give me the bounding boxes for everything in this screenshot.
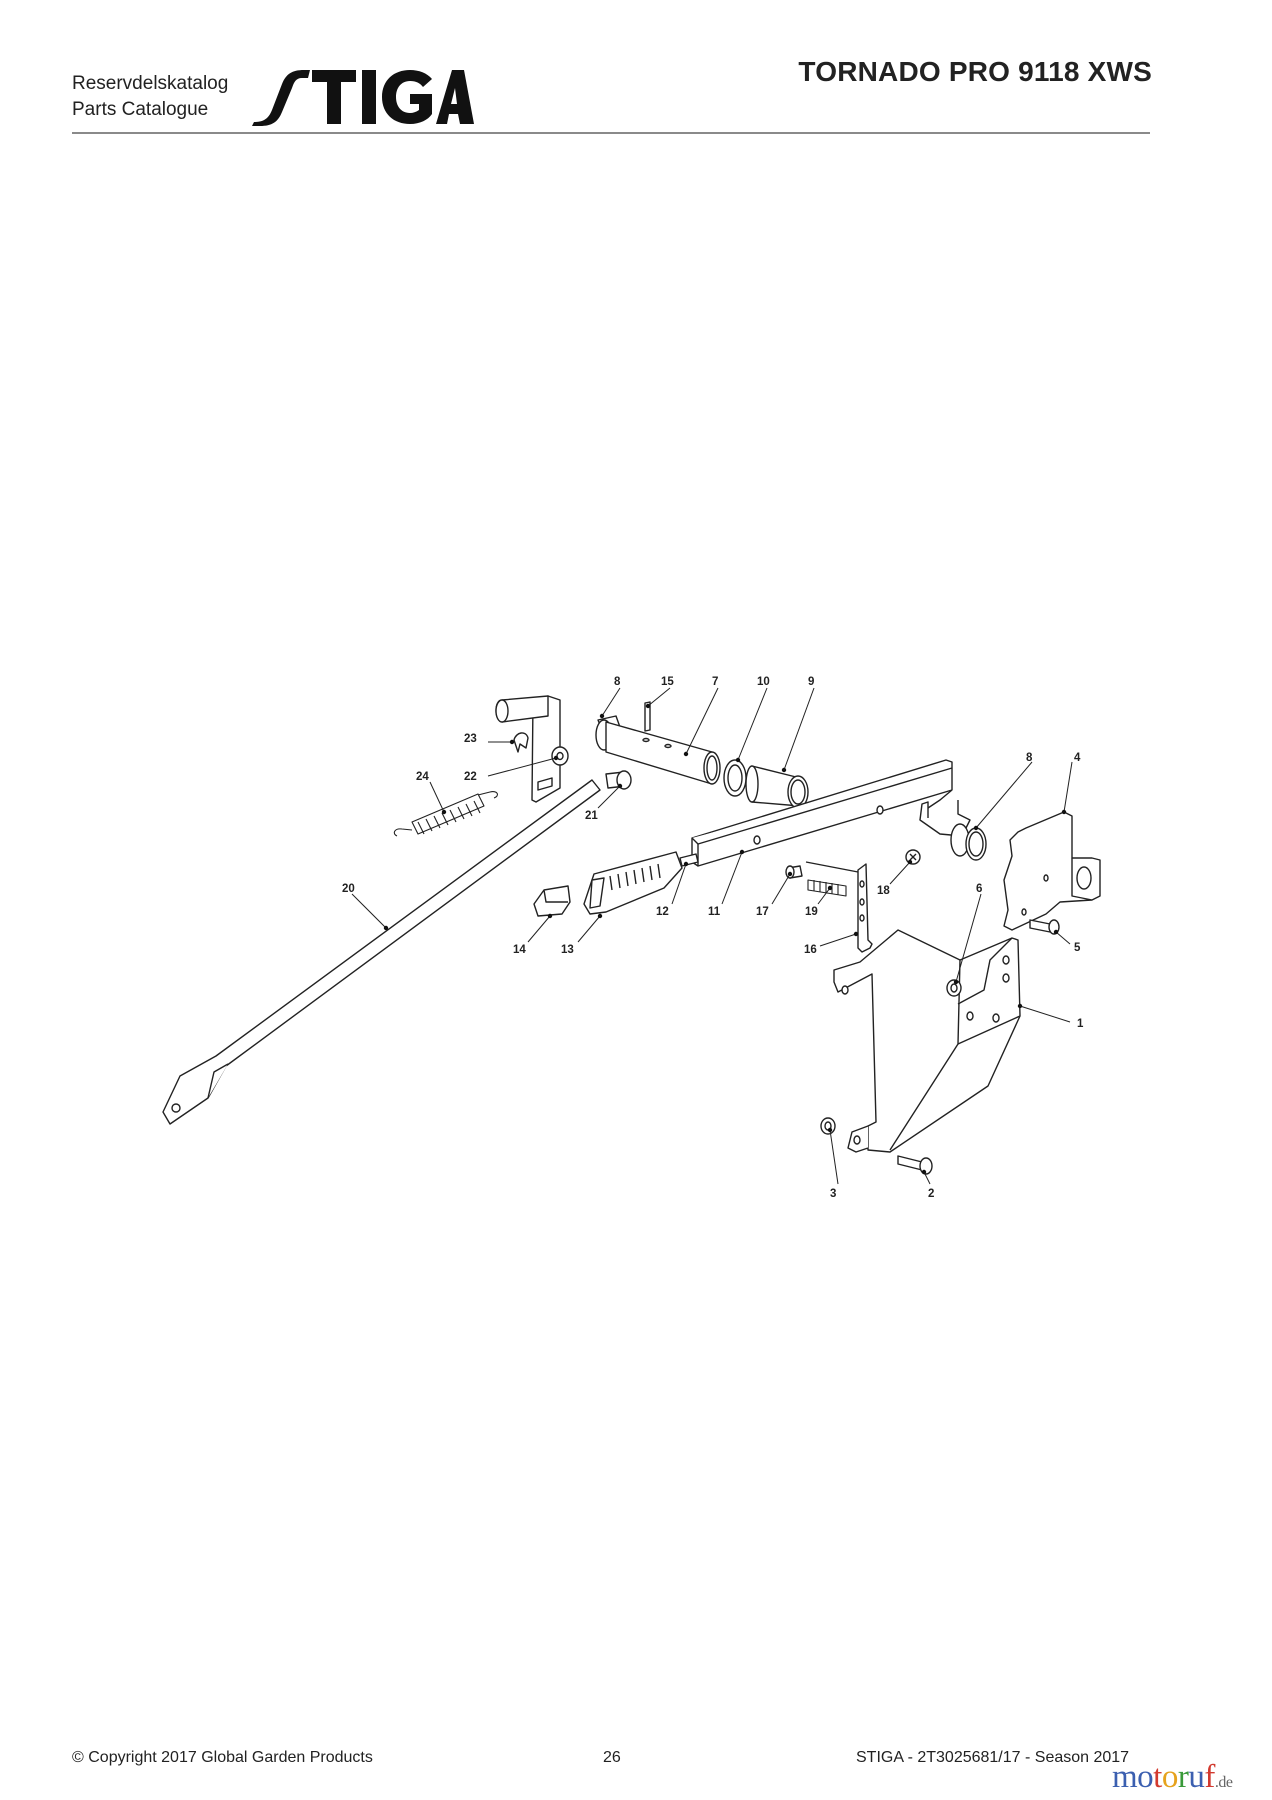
part-4-plate xyxy=(1003,811,1101,931)
callout-4: 4 xyxy=(1074,752,1081,764)
stiga-logo-icon xyxy=(252,70,474,126)
model-title: TORNADO PRO 9118 XWS xyxy=(798,56,1152,87)
callout-21: 21 xyxy=(585,810,598,822)
wm-letter: f xyxy=(1204,1759,1215,1795)
motoruf-watermark: motoruf.de xyxy=(1112,1759,1233,1800)
footer-document-reference: STIGA - 2T3025681/17 - Season 2017 xyxy=(856,1749,1130,1766)
part-3-nut xyxy=(820,1117,836,1135)
callout-15: 15 xyxy=(661,676,674,688)
wm-suffix: .de xyxy=(1214,1774,1233,1791)
part-19-spring xyxy=(807,879,847,897)
callout-13: 13 xyxy=(561,944,574,956)
callout-24: 24 xyxy=(416,771,429,783)
callout-8-right: 8 xyxy=(1026,752,1033,764)
part-5-bolt xyxy=(1029,919,1060,935)
part-22-washer xyxy=(551,746,569,766)
callout-5: 5 xyxy=(1074,942,1081,954)
callout-22: 22 xyxy=(464,771,477,783)
callout-20: 20 xyxy=(342,883,355,895)
footer-copyright: © Copyright 2017 Global Garden Products xyxy=(72,1749,373,1766)
callout-12: 12 xyxy=(656,906,669,918)
part-23-clip xyxy=(513,732,529,753)
part-9-sleeve xyxy=(745,765,809,809)
callout-6: 6 xyxy=(976,883,982,895)
part-1-bracket xyxy=(833,929,1021,1153)
part-15-pin xyxy=(644,701,651,732)
callout-19: 19 xyxy=(805,906,818,918)
part-6-nut xyxy=(946,979,962,997)
wm-letter: u xyxy=(1188,1759,1205,1795)
callout-7: 7 xyxy=(712,676,718,688)
part-10-ring xyxy=(723,759,747,797)
part-20-rod xyxy=(162,779,601,1125)
callout-11: 11 xyxy=(708,906,721,918)
part-shaft-left xyxy=(495,695,549,723)
callout-17: 17 xyxy=(756,906,769,918)
leader-lines xyxy=(351,687,1073,1185)
callout-1: 1 xyxy=(1077,1018,1084,1030)
callout-23: 23 xyxy=(464,733,477,745)
header-divider xyxy=(72,132,1150,134)
callout-10: 10 xyxy=(757,676,770,688)
wm-letter: m xyxy=(1112,1759,1138,1795)
wm-letter: r xyxy=(1177,1759,1189,1795)
footer-page-number: 26 xyxy=(603,1749,621,1766)
part-2-bolt xyxy=(897,1155,933,1175)
wm-letter: o xyxy=(1161,1759,1179,1795)
callout-dots xyxy=(383,703,1067,1175)
callout-9: 9 xyxy=(808,676,814,688)
catalog-subtitle-english: Parts Catalogue xyxy=(72,99,209,120)
callout-8: 8 xyxy=(614,676,621,688)
wm-letter: t xyxy=(1153,1759,1162,1795)
catalog-subtitle-swedish: Reservdelskatalog xyxy=(72,73,229,94)
callout-16: 16 xyxy=(804,944,817,956)
part-16-plate xyxy=(805,861,873,953)
callout-labels: 1 2 3 4 5 6 7 8 8 9 10 11 12 13 14 15 16… xyxy=(342,676,1084,1200)
callout-14: 14 xyxy=(513,944,526,956)
part-24-spring xyxy=(393,791,499,837)
callout-18: 18 xyxy=(877,885,890,897)
wm-letter: o xyxy=(1137,1759,1154,1795)
part-13-grip xyxy=(583,851,683,915)
part-7-tube xyxy=(605,721,721,785)
callout-3: 3 xyxy=(830,1188,836,1200)
part-14-cap xyxy=(533,885,571,917)
callout-2: 2 xyxy=(928,1188,934,1200)
part-8-bushing-right xyxy=(950,823,987,861)
